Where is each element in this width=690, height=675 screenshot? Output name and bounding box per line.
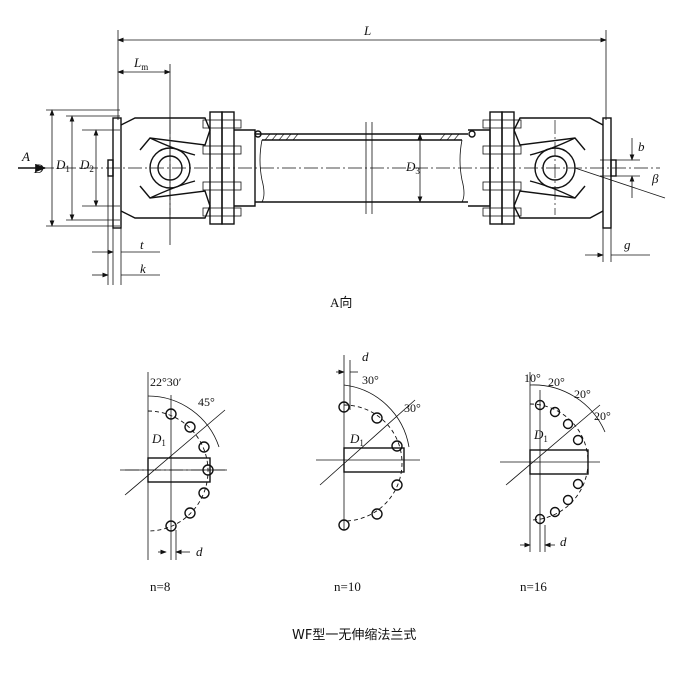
dim-D1-main: D	[350, 431, 360, 446]
flange-view-n10	[316, 355, 420, 531]
dim-L: L	[364, 23, 372, 38]
dim-D1-sub: 1	[359, 438, 364, 448]
dim-D1-sub: 1	[161, 438, 166, 448]
dim-Lm-main: L	[134, 55, 142, 70]
dim-Lm: Lm	[134, 56, 148, 72]
main-elevation-view	[18, 30, 666, 285]
n-label: n=8	[150, 579, 171, 594]
dim-d: d	[362, 349, 369, 364]
dim-D1: D1	[56, 158, 70, 174]
dim-t: t	[140, 237, 144, 252]
dim-D1-main: D	[534, 427, 544, 442]
angle-label: 45°	[198, 395, 215, 409]
flange-view-n8	[120, 372, 230, 560]
angle-beta: β	[652, 171, 659, 186]
dim-D3: D3	[406, 160, 420, 176]
angle-label: 20°	[594, 409, 611, 423]
dim-D2-sub: 2	[89, 164, 94, 174]
dim-D1: D1	[350, 432, 364, 448]
view-arrow-A: A	[22, 149, 30, 164]
dim-k: k	[140, 261, 146, 276]
dim-D3-sub: 3	[415, 166, 420, 176]
dim-D1-sub: 1	[543, 434, 548, 444]
dim-D1: D1	[534, 428, 548, 444]
angle-label: 20°	[574, 387, 591, 401]
dim-D2-main: D	[80, 157, 90, 172]
dim-b: b	[638, 139, 645, 154]
angle-label: 30°	[404, 401, 421, 415]
view-title: A向	[330, 295, 353, 310]
angle-label: 20°	[548, 375, 565, 389]
angle-label: 10°	[524, 371, 541, 385]
flange-view-n16	[500, 372, 606, 552]
dim-D2: D2	[80, 158, 94, 174]
dim-Lm-sub: m	[141, 62, 149, 72]
angle-label: 30°	[362, 373, 379, 387]
dim-D3-main: D	[406, 159, 416, 174]
dim-D1-main: D	[152, 431, 162, 446]
dim-D1-sub: 1	[65, 164, 70, 174]
angle-label: 22°30′	[150, 375, 182, 389]
dim-D: D	[34, 161, 44, 176]
n-label: n=16	[520, 579, 547, 594]
dim-g: g	[624, 237, 631, 252]
dim-d: d	[196, 544, 203, 559]
dim-D1-main: D	[56, 157, 66, 172]
n-label: n=10	[334, 579, 361, 594]
figure-caption: WF型一无伸缩法兰式	[292, 628, 417, 643]
dim-d: d	[560, 534, 567, 549]
dim-D1: D1	[152, 432, 166, 448]
